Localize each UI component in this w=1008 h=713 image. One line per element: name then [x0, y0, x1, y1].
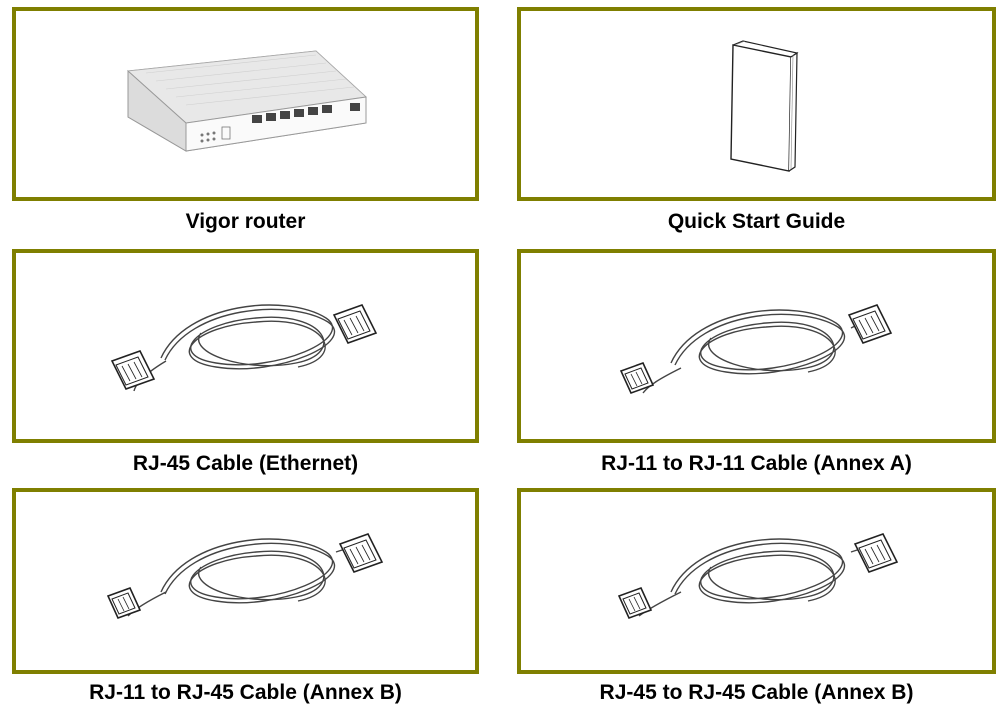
item-label: Vigor router	[185, 210, 306, 233]
item-label: RJ-45 Cable (Ethernet)	[132, 452, 359, 475]
item-frame	[517, 488, 996, 674]
item-label: RJ-11 to RJ-45 Cable (Annex B)	[89, 681, 402, 704]
item-frame	[12, 7, 479, 201]
rj11-rj45-cable-icon	[107, 533, 383, 619]
item-rj45-rj45-cable: RJ-45 to RJ-45 Cable (Annex B)	[517, 488, 996, 713]
item-frame	[12, 488, 479, 674]
item-rj11-rj45-cable: RJ-11 to RJ-45 Cable (Annex B)	[12, 488, 479, 713]
item-label: Quick Start Guide	[667, 210, 846, 233]
item-rj11-rj11-cable: RJ-11 to RJ-11 Cable (Annex A)	[517, 249, 996, 481]
item-label: RJ-45 to RJ-45 Cable (Annex B)	[599, 681, 914, 704]
booklet-icon	[730, 40, 799, 172]
item-frame	[517, 249, 996, 443]
router-icon	[127, 50, 367, 152]
rj11-cable-icon	[620, 304, 892, 394]
rj45-rj45-cable-icon	[618, 533, 898, 619]
item-rj45-cable: RJ-45 Cable (Ethernet)	[12, 249, 479, 481]
item-label: RJ-11 to RJ-11 Cable (Annex A)	[601, 452, 912, 475]
item-vigor-router: Vigor router	[12, 7, 479, 237]
item-frame	[517, 7, 996, 201]
rj45-cable-icon	[111, 304, 377, 392]
item-frame	[12, 249, 479, 443]
item-quick-start-guide: Quick Start Guide	[517, 7, 996, 237]
